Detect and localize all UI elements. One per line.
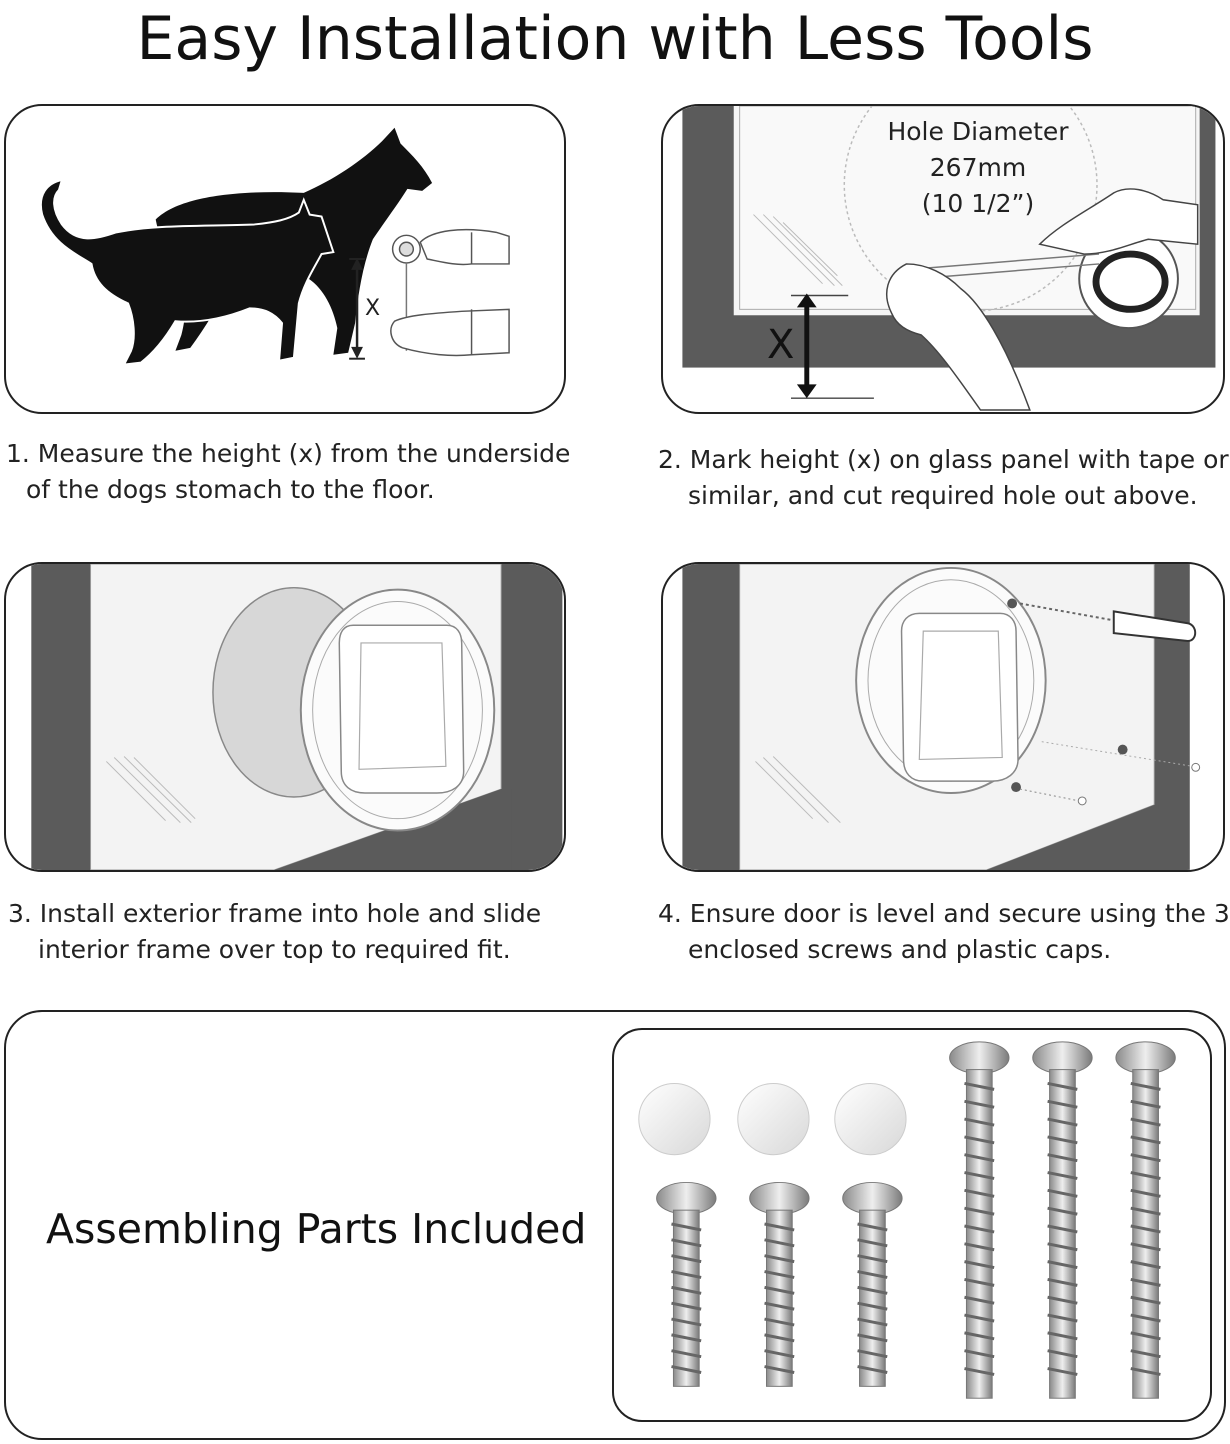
step-1-caption: 1. Measure the height (x) from the under… (6, 436, 570, 508)
short-screw-icon (749, 1181, 810, 1387)
step-1-line-2: of the dogs stomach to the floor. (26, 475, 435, 504)
step-1-illustration: X (4, 104, 566, 414)
step-4-line-1: 4. Ensure door is level and secure using… (658, 899, 1230, 928)
step-2-illustration: Hole Diameter 267mm (10 1/2”) X (661, 104, 1225, 414)
step-3-line-1: 3. Install exterior frame into hole and … (8, 899, 542, 928)
hand-icon (1038, 188, 1199, 255)
step-4-line-2: enclosed screws and plastic caps. (688, 935, 1112, 964)
step-3-caption: 3. Install exterior frame into hole and … (8, 896, 541, 968)
screwdriver-icon (1019, 602, 1197, 642)
screws-and-caps-illustration (638, 1041, 1176, 1399)
step-4-illustration (661, 562, 1225, 872)
panel1-x-label: X (365, 296, 381, 321)
page-title: Easy Installation with Less Tools (136, 4, 1094, 74)
hole-diameter-title: Hole Diameter (887, 117, 1069, 146)
hole-diameter-inches: (10 1/2”) (921, 189, 1035, 218)
parts-photo (612, 1028, 1212, 1422)
step-2-line-2: similar, and cut required hole out above… (688, 481, 1198, 510)
hole-diameter-label: Hole Diameter 267mm (10 1/2”) (873, 114, 1083, 222)
step-3-illustration (4, 562, 566, 872)
long-screw-icon (949, 1041, 1010, 1399)
step-2-caption: 2. Mark height (x) on glass panel with t… (658, 442, 1229, 514)
long-screw-icon (1115, 1041, 1176, 1399)
glass-panel-tape-illustration (682, 106, 1216, 411)
install-frame-illustration (31, 564, 563, 870)
flap-icon (900, 612, 1019, 782)
plastic-cap-icon (638, 1082, 711, 1156)
parts-title: Assembling Parts Included (46, 1205, 587, 1253)
long-screw-icon (1032, 1041, 1093, 1399)
dog-cat-measure-illustration (40, 127, 510, 366)
cat-silhouette (40, 178, 335, 366)
flap-icon (338, 624, 465, 794)
short-screw-icon (656, 1181, 717, 1387)
hole-diameter-mm: 267mm (929, 153, 1027, 182)
step-1-line-1: 1. Measure the height (x) from the under… (6, 439, 571, 468)
plastic-cap-icon (834, 1082, 907, 1156)
hand-icon (885, 263, 1031, 411)
step-3-line-2: interior frame over top to required fit. (38, 935, 511, 964)
secure-screws-illustration (682, 564, 1201, 870)
hands-with-tape-measure (390, 228, 510, 357)
step-2-line-1: 2. Mark height (x) on glass panel with t… (658, 445, 1229, 474)
short-screw-icon (842, 1181, 903, 1387)
parts-section: Assembling Parts Included (4, 1010, 1226, 1440)
step-4-caption: 4. Ensure door is level and secure using… (658, 896, 1230, 968)
panel2-x-label: X (767, 322, 795, 368)
plastic-cap-icon (737, 1082, 810, 1156)
